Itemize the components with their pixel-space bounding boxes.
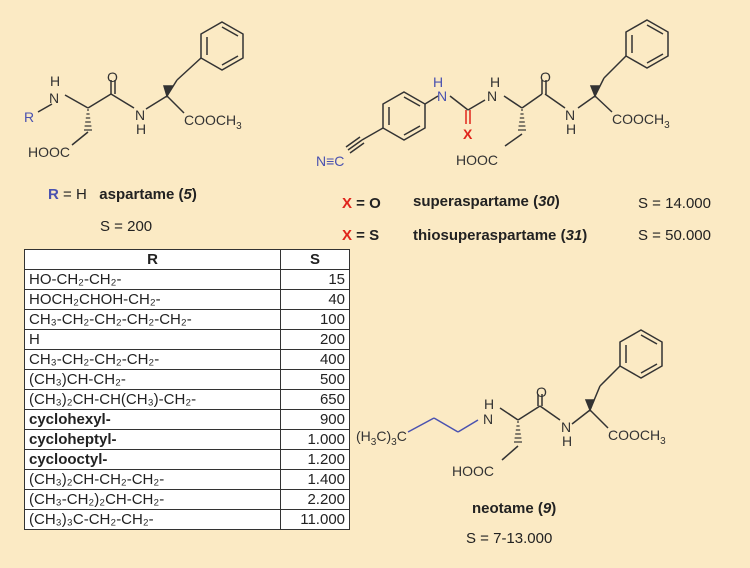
cell-sweetness: 2.200 [280,489,350,510]
cell-r-group: (CH₃-CH₂)₂CH-CH₂- [24,489,281,510]
stereo-wedge [589,85,601,99]
carbonyl-x-bond [465,110,471,124]
svg-text:H: H [562,433,572,449]
table-row: HO-CH₂-CH₂-15 [24,269,350,290]
cell-sweetness: 1.400 [280,469,350,490]
cell-r-group: HO-CH₂-CH₂- [24,269,281,290]
svg-text:O: O [540,69,551,85]
cell-r-group: HOCH₂CHOH-CH₂- [24,289,281,310]
table-row: CH₃-CH₂-CH₂-CH₂-CH₂-100 [24,309,350,330]
neotame-alkyl-chain [407,417,479,433]
svg-text:H: H [433,74,443,90]
stereo-hash-neotame [513,421,523,443]
table-header-row: R S [24,249,350,270]
svg-text:N≡C: N≡C [316,153,344,169]
thiosuperaspartame-sweetness: S = 50.000 [638,227,711,244]
superaspartame-structure [345,19,669,154]
aspartame-sweetness: S = 200 [100,218,153,235]
cell-r-group: (CH₃)CH-CH₂- [24,369,281,390]
neotame-caption: neotame (9) [472,500,557,517]
superaspartame-caption: X = O [342,195,381,212]
svg-text:O: O [536,384,547,400]
cell-sweetness: 40 [280,289,350,310]
svg-text:HOOC: HOOC [456,152,498,168]
svg-text:COOCH3: COOCH3 [608,427,666,447]
svg-text:N: N [437,88,447,104]
svg-text:N: N [565,107,575,123]
svg-text:(H3C)3C: (H3C)3C [356,428,407,448]
cell-r-group: cyclohexyl- [24,409,281,430]
svg-text:H: H [50,73,60,89]
svg-text:COOCH3: COOCH3 [612,111,670,131]
phenyl-ring [200,21,244,71]
cell-r-group: cyclooctyl- [24,449,281,470]
cell-sweetness: 650 [280,389,350,410]
aspartame-caption: R = H aspartame (5) [48,186,197,203]
aspartame-structure [37,21,244,146]
svg-text:H: H [566,121,576,137]
cell-sweetness: 900 [280,409,350,430]
thiosuperaspartame-caption: X = S [342,227,380,244]
cell-sweetness: 400 [280,349,350,370]
table-row: (CH₃)₂CH-CH₂-CH₂-1.400 [24,469,350,490]
cell-sweetness: 15 [280,269,350,290]
svg-text:O: O [107,69,118,85]
svg-text:N: N [483,411,493,427]
cell-r-group: CH₃-CH₂-CH₂-CH₂-CH₂- [24,309,281,330]
cell-sweetness: 1.000 [280,429,350,450]
cell-r-group: (CH₃)₂CH-CH₂-CH₂- [24,469,281,490]
table-row: cycloheptyl-1.000 [24,429,350,450]
cell-sweetness: 1.200 [280,449,350,470]
header-r: R [24,249,281,270]
stereo-wedge [162,85,174,99]
superaspartame-labels: H N H N X O N H COOCH3 HOOC N≡C [316,69,670,169]
svg-text:N: N [49,90,59,106]
svg-text:X: X [463,126,473,142]
table-row: cyclohexyl-900 [24,409,350,430]
table-row: cyclooctyl-1.200 [24,449,350,470]
svg-text:COOCH3: COOCH3 [184,112,242,132]
table-row: CH₃-CH₂-CH₂-CH₂-400 [24,349,350,370]
cell-r-group: CH₃-CH₂-CH₂-CH₂- [24,349,281,370]
table-row: HOCH₂CHOH-CH₂-40 [24,289,350,310]
header-s: S [280,249,350,270]
table-row: (CH₃-CH₂)₂CH-CH₂-2.200 [24,489,350,510]
stereo-hash-superaspartame [517,109,527,131]
neotame-labels: H N O N H COOCH3 HOOC (H3C)3C [356,384,666,479]
cell-r-group: (CH₃)₃C-CH₂-CH₂- [24,509,281,530]
svg-text:HOOC: HOOC [452,463,494,479]
cell-sweetness: 11.000 [280,509,350,530]
svg-text:N: N [487,88,497,104]
superaspartame-sweetness: S = 14.000 [638,195,711,212]
table-row: (CH₃)₂CH-CH(CH₃)-CH₂-650 [24,389,350,410]
cell-r-group: H [24,329,281,350]
thiosuperaspartame-name: thiosuperaspartame (31) [413,227,588,244]
superaspartame-name: superaspartame (30) [413,193,560,210]
svg-text:H: H [136,121,146,137]
phenyl-ring [619,329,663,379]
neotame-sweetness: S = 7-13.000 [466,530,553,547]
cell-sweetness: 100 [280,309,350,330]
stereo-wedge [584,399,596,413]
neotame-structure [499,329,663,461]
svg-text:N: N [135,107,145,123]
svg-text:H: H [490,74,500,90]
svg-text:N: N [561,419,571,435]
stereo-hash-aspartame [83,109,93,131]
phenyl-ring [625,19,669,69]
cell-r-group: cycloheptyl- [24,429,281,450]
svg-text:HOOC: HOOC [28,144,70,160]
aspartame-labels: H N R O N H COOCH3 HOOC [24,69,242,160]
cell-sweetness: 200 [280,329,350,350]
cell-r-group: (CH₃)₂CH-CH(CH₃)-CH₂- [24,389,281,410]
svg-text:H: H [484,396,494,412]
cell-sweetness: 500 [280,369,350,390]
table-row: (CH₃)₃C-CH₂-CH₂-11.000 [24,509,350,530]
svg-text:R: R [24,109,34,125]
table-row: (CH₃)CH-CH₂-500 [24,369,350,390]
